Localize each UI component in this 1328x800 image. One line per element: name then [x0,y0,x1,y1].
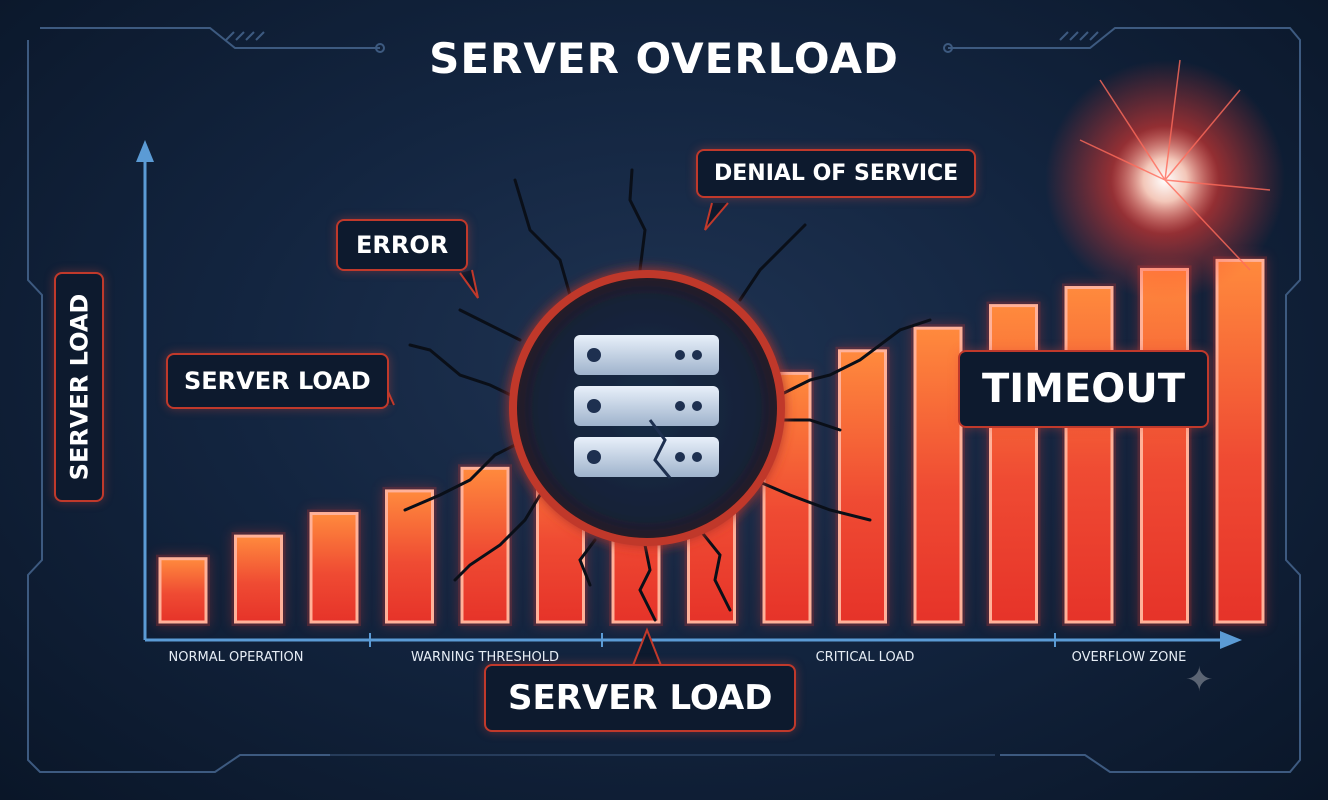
zone-label-normal: NORMAL OPERATION [168,650,304,665]
bar [1140,267,1189,624]
overload-burst [1045,59,1285,300]
timeout-callout: TIMEOUT [958,350,1210,428]
bar [158,557,208,624]
x-axis-callout: SERVER LOAD [484,664,797,732]
y-axis-label-text: SERVER LOAD [65,293,93,481]
server-rack-icon [574,335,719,479]
frame-border [27,27,1301,773]
denial-of-service-callout: DENIAL OF SERVICE [696,149,977,198]
server-load-callout: SERVER LOAD [166,353,389,409]
crack-lines [403,168,932,622]
zone-label-overflow: OVERFLOW ZONE [1071,650,1187,665]
bar [1064,286,1114,624]
error-callout: ERROR [336,219,469,271]
bar [385,489,434,624]
zone-label-warning: WARNING THRESHOLD [410,650,560,665]
y-axis [136,140,154,640]
x-axis [145,631,1242,649]
bar [1215,258,1265,624]
page-title: SERVER OVERLOAD [429,34,899,83]
sparkle-icon: ✦ [1185,660,1214,700]
zone-label-critical: CRITICAL LOAD [815,650,915,665]
y-axis-label: SERVER LOAD [54,272,104,502]
frame-hatch [225,31,1099,41]
bar [309,512,359,624]
bar [838,349,887,624]
bar [234,534,283,624]
bar [913,326,963,624]
